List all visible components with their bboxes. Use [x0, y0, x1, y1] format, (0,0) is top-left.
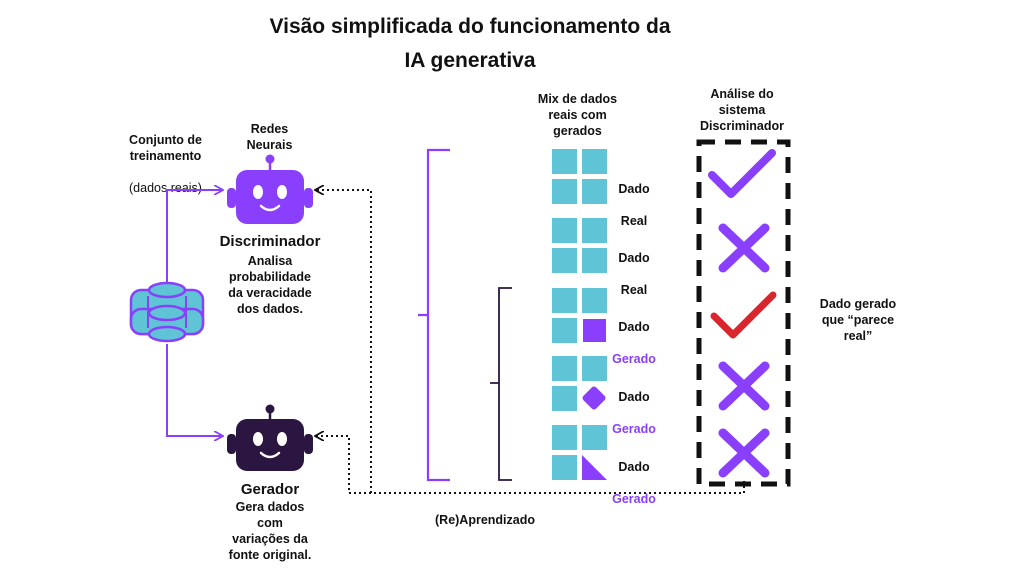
arrow-to-generator: [166, 344, 222, 436]
row-label-1: Dado Real: [610, 165, 658, 245]
data-square: [552, 455, 577, 480]
data-square: [582, 288, 607, 313]
training-set-label: Conjunto de treinamento (dados reais): [118, 116, 213, 212]
verdict-icon-row-5: [718, 428, 770, 478]
data-square: [582, 149, 607, 174]
generated-data-bracket: [490, 287, 512, 481]
data-square: [552, 356, 577, 381]
generated-square-icon: [583, 319, 606, 342]
data-square: [552, 386, 577, 411]
data-square: [552, 318, 577, 343]
generator-description: Gera dados com variações da fonte origin…: [228, 500, 312, 562]
verdict-icon-row-3: [710, 291, 777, 339]
row-label-line2: Gerado: [612, 492, 656, 506]
row-label-line2: Gerado: [612, 422, 656, 436]
row-label-5: Dado Gerado: [608, 443, 660, 523]
arrow-to-discriminator: [166, 190, 222, 283]
row-label-line1: Dado: [618, 182, 650, 196]
row-label-2: Dado Real: [610, 234, 658, 314]
verdict-icon-row-1: [708, 149, 776, 198]
data-square: [552, 179, 577, 204]
row-label-4: Dado Gerado: [608, 373, 660, 453]
data-square: [582, 179, 607, 204]
discriminator-robot-icon: [227, 154, 313, 224]
data-square: [582, 356, 607, 381]
page-title: Visão simplificada do funcionamento da I…: [269, 15, 671, 72]
row-label-line2: Real: [620, 214, 648, 228]
data-square: [582, 248, 607, 273]
row-label-line2: Gerado: [612, 352, 656, 366]
all-data-bracket: [418, 148, 450, 482]
verdict-icon-row-4: [718, 361, 770, 411]
verdict-box: [696, 139, 791, 487]
row-label-3: Dado Gerado: [608, 303, 660, 383]
training-set-sublabel: (dados reais): [129, 181, 202, 195]
data-square: [552, 149, 577, 174]
verdict-icon-row-2: [718, 223, 770, 273]
database-icon: [129, 281, 205, 343]
analysis-header: Análise do sistema Discriminador: [699, 87, 785, 133]
data-square: [552, 248, 577, 273]
generated-note: Dado gerado que “parece real”: [819, 297, 897, 343]
row-label-line1: Dado: [618, 320, 650, 334]
neural-networks-label: Redes Neurais: [246, 122, 293, 152]
row-label-line2: Real: [620, 283, 648, 297]
training-set-title: Conjunto de treinamento: [129, 133, 202, 163]
relearning-label: (Re)Aprendizado: [435, 513, 535, 527]
generator-name: Gerador: [240, 481, 300, 498]
feedback-arrow-generator: [316, 436, 745, 494]
data-square: [552, 288, 577, 313]
feedback-arrow-discriminator: [316, 190, 372, 493]
generator-robot-icon: [227, 404, 313, 471]
data-square: [552, 218, 577, 243]
data-square: [582, 425, 607, 450]
mix-header: Mix de dados reais com gerados: [537, 92, 618, 138]
data-square: [582, 218, 607, 243]
data-square: [552, 425, 577, 450]
generated-triangle-icon: [582, 455, 607, 480]
row-label-line1: Dado: [618, 390, 650, 404]
row-label-line1: Dado: [618, 251, 650, 265]
discriminator-description: Analisa probabilidade da veracidade dos …: [228, 254, 312, 316]
discriminator-name: Discriminador: [219, 233, 321, 250]
row-label-line1: Dado: [618, 460, 650, 474]
